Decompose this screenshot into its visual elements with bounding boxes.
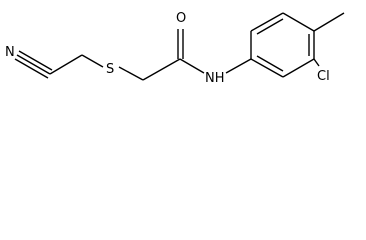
carbonyl-double-bond [177, 29, 184, 59]
bond-cn-ch2 [49, 54, 83, 75]
carbonyl-oxygen-label: O [176, 11, 186, 26]
chemical-structure-diagram: N S O NH Cl [5, 11, 345, 86]
bond-carbonyl-nh [179, 58, 205, 74]
bond-nh-ring [225, 58, 252, 74]
bond-ch2-carbonyl [142, 58, 181, 81]
benzene-ring [250, 12, 315, 78]
bond-ring-methyl [313, 12, 345, 32]
amide-nh-label: NH [205, 71, 225, 86]
bond-s-ch2 [118, 66, 144, 81]
nitrile-nitrogen-label: N [5, 45, 15, 60]
chlorine-label: Cl [317, 69, 330, 84]
nitrile-triple-bond [14, 50, 53, 79]
bond-ring-chlorine [313, 58, 320, 67]
sulfur-label: S [106, 62, 114, 77]
bond-ch2-s [81, 54, 104, 68]
